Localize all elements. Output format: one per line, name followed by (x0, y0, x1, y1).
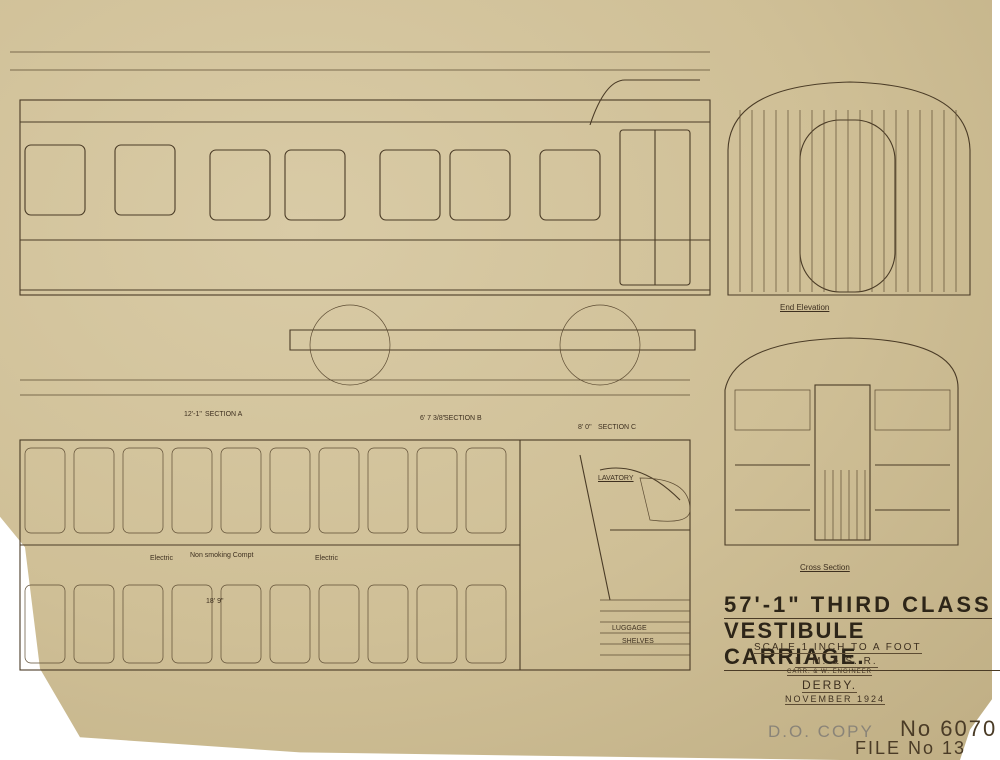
seat (367, 584, 409, 664)
seat (318, 584, 360, 664)
seat (220, 447, 262, 534)
section-b-dimension: 6' 7 3/8" (420, 415, 446, 422)
seat (269, 447, 311, 534)
department-text: CARR. & W. ENGINEER (787, 669, 873, 676)
seat (465, 584, 507, 664)
seat (318, 447, 360, 534)
cross-section-drawing (724, 337, 959, 546)
electric-label-2: Electric (315, 555, 338, 562)
do-copy-stamp: D.O. COPY (768, 722, 874, 741)
cross-section-label: Cross Section (800, 563, 850, 572)
drawing-number: No 6070 (900, 716, 998, 741)
bay-dimension: 18' 9" (206, 598, 224, 605)
scale-text: SCALE 1 INCH TO A FOOT (754, 642, 922, 654)
plan-view (19, 439, 691, 671)
end-elevation-drawing (727, 81, 971, 296)
window (379, 149, 441, 221)
window (449, 149, 511, 221)
seat (220, 584, 262, 664)
file-number: FILE No 13 (855, 738, 967, 758)
drawing-title-line1: 57'-1" THIRD CLASS (724, 592, 992, 619)
end-elevation-label: End Elevation (780, 303, 830, 312)
seat (122, 584, 164, 664)
drawing-title-line2: VESTIBULE CARRIAGE. (724, 618, 1000, 671)
seat (24, 584, 66, 664)
window (284, 149, 346, 221)
bogies (20, 304, 696, 396)
luggage-label: LUGGAGE (612, 625, 647, 632)
section-b-label: SECTION B (444, 415, 482, 422)
window (114, 144, 176, 216)
seat (73, 447, 115, 534)
window (209, 149, 271, 221)
seat (24, 447, 66, 534)
non-smoking-label: Non smoking Compt (190, 552, 254, 559)
seat (73, 584, 115, 664)
seat (122, 447, 164, 534)
section-c-dimension: 8' 0" (578, 424, 592, 431)
seat (416, 447, 458, 534)
seat (367, 447, 409, 534)
shelves-label: SHELVES (622, 638, 654, 645)
company-text: L. M. & S. R. (795, 656, 878, 668)
seat (269, 584, 311, 664)
place-text: DERBY. (802, 678, 858, 693)
electric-label-1: Electric (150, 555, 173, 562)
section-a-dimension: 12'-1" (184, 411, 202, 418)
window (24, 144, 86, 216)
seat (465, 447, 507, 534)
seat (171, 584, 213, 664)
date-text: NOVEMBER 1924 (785, 694, 886, 705)
window (539, 149, 601, 221)
section-c-label: SECTION C (598, 424, 637, 431)
side-elevation (10, 51, 711, 296)
lavatory-label: LAVATORY (598, 475, 634, 482)
seat (416, 584, 458, 664)
seat (171, 447, 213, 534)
section-a-label: SECTION A (205, 411, 243, 418)
